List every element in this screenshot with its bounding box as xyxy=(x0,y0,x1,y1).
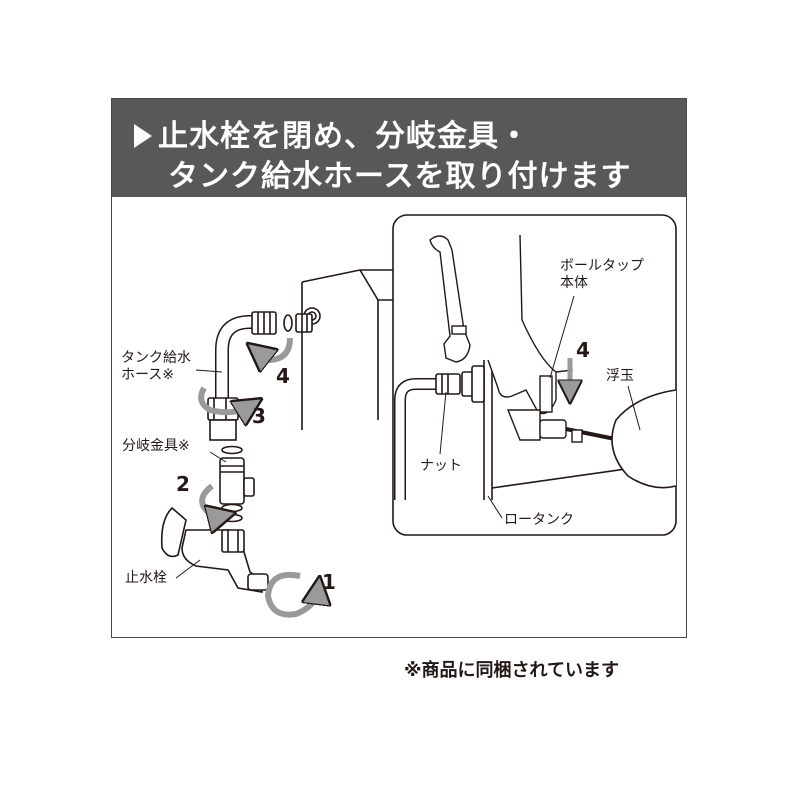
float-ball xyxy=(611,389,677,489)
ball-tap-label: ボールタップ 本体 xyxy=(560,258,644,291)
branch-fitting-label: 分岐金具※ xyxy=(122,438,190,454)
header-line-2: タンク給水ホースを取り付けます xyxy=(168,159,632,194)
nut-label: ナット xyxy=(420,458,462,474)
branch-fitting xyxy=(219,445,255,523)
step-number-1: 1 xyxy=(322,570,336,594)
hose-label: タンク給水 ホース※ xyxy=(121,350,191,383)
float-label: 浮玉 xyxy=(606,368,634,384)
inset-step-number-4: 4 xyxy=(576,338,590,362)
step-header-banner: 止水栓を閉め、分岐金具・ タンク給水ホースを取り付けます xyxy=(112,99,686,197)
toilet-tank xyxy=(301,269,395,430)
ball-tap-body xyxy=(506,375,621,443)
inset-hose xyxy=(394,365,485,500)
triangle-bullet-icon xyxy=(134,124,152,148)
low-tank-label: ロータンク xyxy=(504,512,574,528)
footnote: ※商品に同梱されています xyxy=(404,660,619,681)
step-number-4: 4 xyxy=(276,364,290,388)
inset-detail xyxy=(392,214,677,536)
step-number-3: 3 xyxy=(252,404,266,428)
step-number-2: 2 xyxy=(176,472,190,496)
tank-hose xyxy=(207,311,313,441)
header-line-1: 止水栓を閉め、分岐金具・ xyxy=(134,111,530,155)
wrench-icon xyxy=(429,235,471,363)
stop-valve xyxy=(160,506,269,593)
rotation-arrows xyxy=(198,337,318,618)
leader-lines xyxy=(175,369,227,579)
inset-leader-lines xyxy=(439,295,641,519)
stop-valve-label: 止水栓 xyxy=(125,570,167,586)
